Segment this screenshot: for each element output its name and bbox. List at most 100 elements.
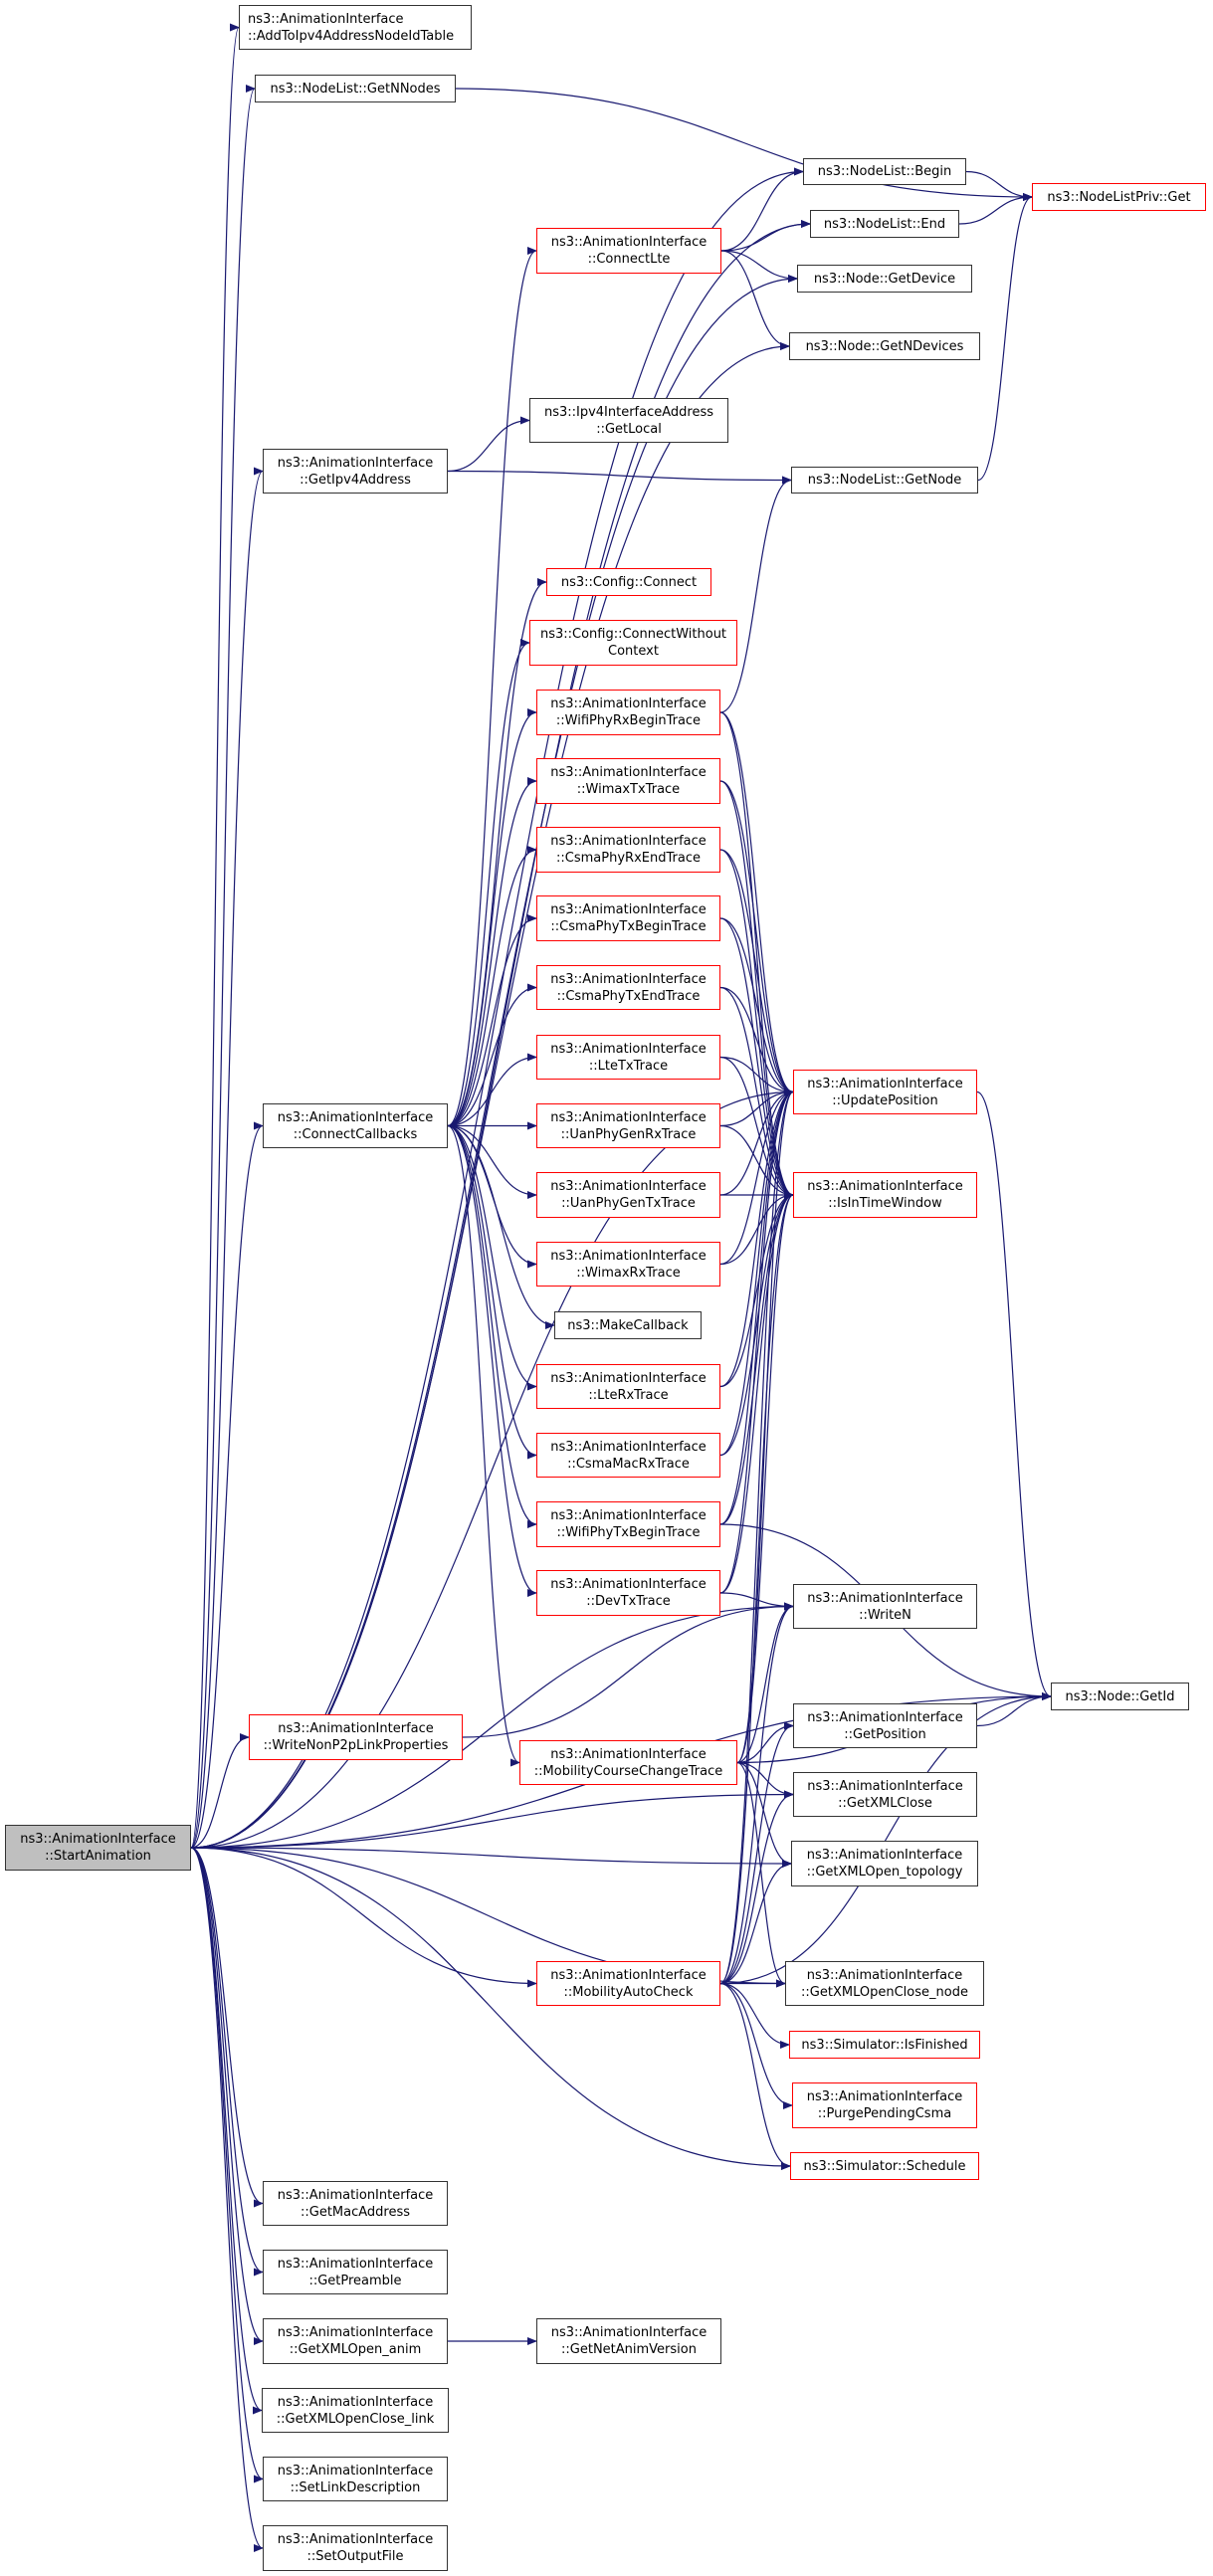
edge-start-to-connectcallbacks [190,1121,264,1849]
node-label: ::GetNetAnimVersion [561,2342,697,2357]
node-label: ::WriteN [859,1607,911,1623]
edge-writenonp2p-to-writen [462,1602,794,1738]
graph-node-wimaxrx[interactable]: ns3::AnimationInterface::WimaxRxTrace [536,1242,720,1287]
node-label: ::GetIpv4Address [300,472,411,488]
node-label: ::GetLocal [596,421,662,437]
node-label: ns3::AnimationInterface [807,1709,963,1725]
graph-node-wimaxtx[interactable]: ns3::AnimationInterface::WimaxTxTrace [536,758,720,804]
graph-node-writenonp2p[interactable]: ns3::AnimationInterface::WriteNonP2pLink… [249,1714,463,1760]
graph-node-ltetx[interactable]: ns3::AnimationInterface::LteTxTrace [536,1035,720,1080]
graph-node-uanrx[interactable]: ns3::AnimationInterface::UanPhyGenRxTrac… [536,1103,720,1148]
graph-node-connectlte[interactable]: ns3::AnimationInterface::ConnectLte [536,228,721,274]
node-label: ns3::AnimationInterface [277,2394,434,2410]
graph-node-wifirxbegin[interactable]: ns3::AnimationInterface::WifiPhyRxBeginT… [536,690,720,735]
edge-start-to-setlinkdesc [190,1847,264,2483]
graph-node-getlocal[interactable]: ns3::Ipv4InterfaceAddress::GetLocal [529,398,728,443]
node-label: ::UanPhyGenTxTrace [561,1196,696,1211]
edge-connectlte-to-getdevice [720,250,798,283]
edge-connectcallbacks-to-lterx [447,1124,537,1391]
graph-node-updatepos[interactable]: ns3::AnimationInterface::UpdatePosition [793,1070,977,1114]
graph-node-getid[interactable]: ns3::Node::GetId [1051,1683,1189,1710]
graph-node-getxmlopentopo[interactable]: ns3::AnimationInterface::GetXMLOpen_topo… [791,1841,978,1886]
edge-csmamacrx-to-updatepos [719,1088,794,1457]
graph-node-addtoipv4[interactable]: ns3::AnimationInterface::AddToIpv4Addres… [239,5,472,50]
node-label: ns3::Ipv4InterfaceAddress [543,404,714,420]
graph-node-makecallback[interactable]: ns3::MakeCallback [554,1311,702,1339]
graph-node-getipv4[interactable]: ns3::AnimationInterface::GetIpv4Address [263,449,448,494]
edge-start-to-getpreamble [190,1847,264,2277]
edge-connectcallbacks-to-makecallback [447,1124,555,1329]
graph-node-getnetanim[interactable]: ns3::AnimationInterface::GetNetAnimVersi… [536,2318,721,2364]
graph-node-getxmllink[interactable]: ns3::AnimationInterface::GetXMLOpenClose… [262,2388,449,2433]
graph-node-writen[interactable]: ns3::AnimationInterface::WriteN [793,1584,977,1629]
edge-mobilityauto-to-purgecsma [719,1982,793,2109]
graph-node-getdevice[interactable]: ns3::Node::GetDevice [797,265,972,293]
edge-start-to-getipv4 [190,467,264,1849]
node-label: ns3::AnimationInterface [550,2325,708,2340]
graph-node-cfgconnect[interactable]: ns3::Config::Connect [546,568,711,596]
node-label: ::SetOutputFile [306,2549,404,2564]
edge-csmarxend-to-isintime [719,849,794,1199]
graph-node-getmac[interactable]: ns3::AnimationInterface::GetMacAddress [263,2181,448,2226]
graph-node-setlinkdesc[interactable]: ns3::AnimationInterface::SetLinkDescript… [263,2457,448,2501]
edge-start-to-getxmllink [190,1847,263,2415]
edge-start-to-writenonp2p [190,1733,250,1849]
edge-csmatxend-to-isintime [719,986,794,1199]
graph-node-begin[interactable]: ns3::NodeList::Begin [803,158,966,185]
edge-mobilitycourse-to-isintime [736,1191,794,1764]
edge-wifitxbegin-to-isintime [719,1191,794,1525]
graph-node-wifitxbegin[interactable]: ns3::AnimationInterface::WifiPhyTxBeginT… [536,1501,720,1547]
graph-node-setoutput[interactable]: ns3::AnimationInterface::SetOutputFile [263,2525,448,2571]
graph-node-nodelistpriv[interactable]: ns3::NodeListPriv::Get [1032,183,1206,211]
graph-node-schedule[interactable]: ns3::Simulator::Schedule [790,2152,979,2180]
node-label: ::GetXMLClose [838,1795,932,1811]
graph-node-getnode[interactable]: ns3::NodeList::GetNode [791,467,978,494]
graph-node-csmatxend[interactable]: ns3::AnimationInterface::CsmaPhyTxEndTra… [536,965,720,1010]
edge-mobilityauto-to-schedule [719,1982,791,2170]
graph-node-connectcallbacks[interactable]: ns3::AnimationInterface::ConnectCallback… [263,1103,448,1148]
edge-devtx-to-isintime [719,1191,794,1594]
graph-node-end[interactable]: ns3::NodeList::End [810,210,959,238]
graph-node-csmatxbegin[interactable]: ns3::AnimationInterface::CsmaPhyTxBeginT… [536,895,720,941]
node-label: ::WimaxRxTrace [576,1265,681,1281]
node-label: ns3::AnimationInterface [807,1778,963,1794]
node-label: ::WimaxTxTrace [576,782,681,797]
graph-node-getnnodes[interactable]: ns3::NodeList::GetNNodes [255,75,456,102]
node-label: ns3::AnimationInterface [277,1109,434,1125]
node-label: ::CsmaPhyRxEndTrace [556,851,701,866]
node-label: ns3::AnimationInterface [550,1041,707,1057]
node-label: ::MobilityCourseChangeTrace [533,1763,723,1779]
graph-node-isintime[interactable]: ns3::AnimationInterface::IsInTimeWindow [793,1172,977,1218]
node-label: ns3::AnimationInterface [550,1508,707,1523]
graph-node-isfinished[interactable]: ns3::Simulator::IsFinished [789,2031,980,2059]
graph-node-getxmlanim[interactable]: ns3::AnimationInterface::GetXMLOpen_anim [263,2318,448,2364]
edge-getnode-to-nodelistpriv [977,193,1033,482]
graph-node-getxmlnode[interactable]: ns3::AnimationInterface::GetXMLOpenClose… [785,1961,984,2006]
node-label: ::StartAnimation [45,1849,151,1864]
graph-node-lterx[interactable]: ns3::AnimationInterface::LteRxTrace [536,1364,720,1409]
node-label: ns3::AnimationInterface [806,1848,963,1863]
graph-node-purgecsma[interactable]: ns3::AnimationInterface::PurgePendingCsm… [792,2082,977,2128]
graph-node-getndevices[interactable]: ns3::Node::GetNDevices [789,332,980,360]
graph-node-getpreamble[interactable]: ns3::AnimationInterface::GetPreamble [263,2250,448,2294]
graph-node-mobilitycourse[interactable]: ns3::AnimationInterface::MobilityCourseC… [519,1740,737,1785]
node-label: ns3::AnimationInterface [550,1577,707,1592]
edge-uantx-to-updatepos [719,1088,794,1196]
graph-node-devtx[interactable]: ns3::AnimationInterface::DevTxTrace [536,1570,720,1616]
node-label: ::ConnectCallbacks [293,1126,418,1142]
edge-ltetx-to-isintime [719,1056,794,1199]
node-label: ns3::Config::ConnectWithout [539,627,727,642]
edge-start-to-getnnodes [190,85,256,1849]
node-label: ::IsInTimeWindow [828,1196,942,1211]
graph-node-csmarxend[interactable]: ns3::AnimationInterface::CsmaPhyRxEndTra… [536,827,720,873]
graph-node-getxmlclose[interactable]: ns3::AnimationInterface::GetXMLClose [793,1772,977,1817]
graph-node-uantx[interactable]: ns3::AnimationInterface::UanPhyGenTxTrac… [536,1172,720,1218]
graph-node-mobilityauto[interactable]: ns3::AnimationInterface::MobilityAutoChe… [536,1961,720,2006]
edge-csmatxbegin-to-isintime [719,917,794,1199]
graph-node-start[interactable]: ns3::AnimationInterface::StartAnimation [5,1825,191,1871]
graph-node-csmamacrx[interactable]: ns3::AnimationInterface::CsmaMacRxTrace [536,1433,720,1478]
graph-node-getposition[interactable]: ns3::AnimationInterface::GetPosition [793,1703,977,1748]
node-label: ns3::AnimationInterface [550,1370,707,1386]
